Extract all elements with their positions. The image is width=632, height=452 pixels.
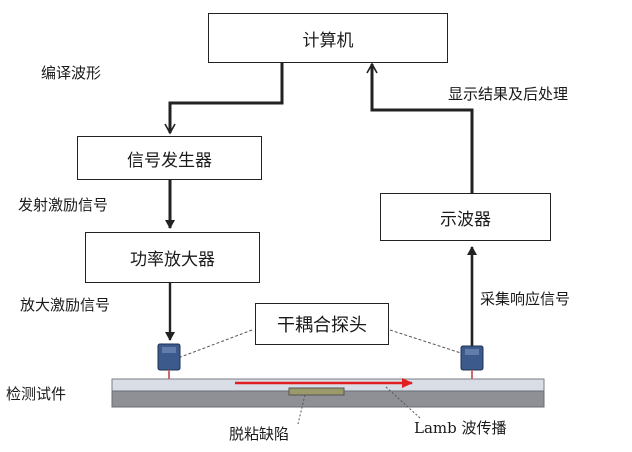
signal-generator-label: 信号发生器 xyxy=(127,150,212,171)
lamb-wave-label: Lamb 波传播 xyxy=(414,419,507,437)
right-probe xyxy=(460,345,484,379)
oscilloscope-box: 示波器 xyxy=(380,193,551,241)
display-results-label: 显示结果及后处理 xyxy=(448,85,569,103)
amplify-excitation-label: 放大激励信号 xyxy=(20,296,111,314)
probe-label-box: 干耦合探头 xyxy=(255,303,389,345)
probe-leader-right xyxy=(389,329,465,355)
edit-waveform-label: 编译波形 xyxy=(41,64,102,82)
signal-generator-box: 信号发生器 xyxy=(77,136,262,180)
collect-response-label: 采集响应信号 xyxy=(480,290,571,308)
defect-leader xyxy=(297,394,306,425)
computer-to-generator-arrow xyxy=(164,63,284,135)
probe-leader-left xyxy=(177,329,253,359)
oscilloscope-to-computer-arrow xyxy=(366,62,474,193)
probe-label: 干耦合探头 xyxy=(277,315,367,336)
oscilloscope-label: 示波器 xyxy=(440,209,491,230)
power-amplifier-box: 功率放大器 xyxy=(85,232,260,283)
test-specimen-label: 检测试件 xyxy=(6,385,67,403)
debond-defect-label: 脱粘缺陷 xyxy=(229,425,290,443)
computer-label: 计算机 xyxy=(302,30,354,51)
power-amplifier-label: 功率放大器 xyxy=(130,250,215,270)
debond-defect xyxy=(288,387,345,396)
computer-box: 计算机 xyxy=(208,13,448,63)
left-probe xyxy=(157,343,181,379)
transmit-excitation-label: 发射激励信号 xyxy=(18,196,109,214)
